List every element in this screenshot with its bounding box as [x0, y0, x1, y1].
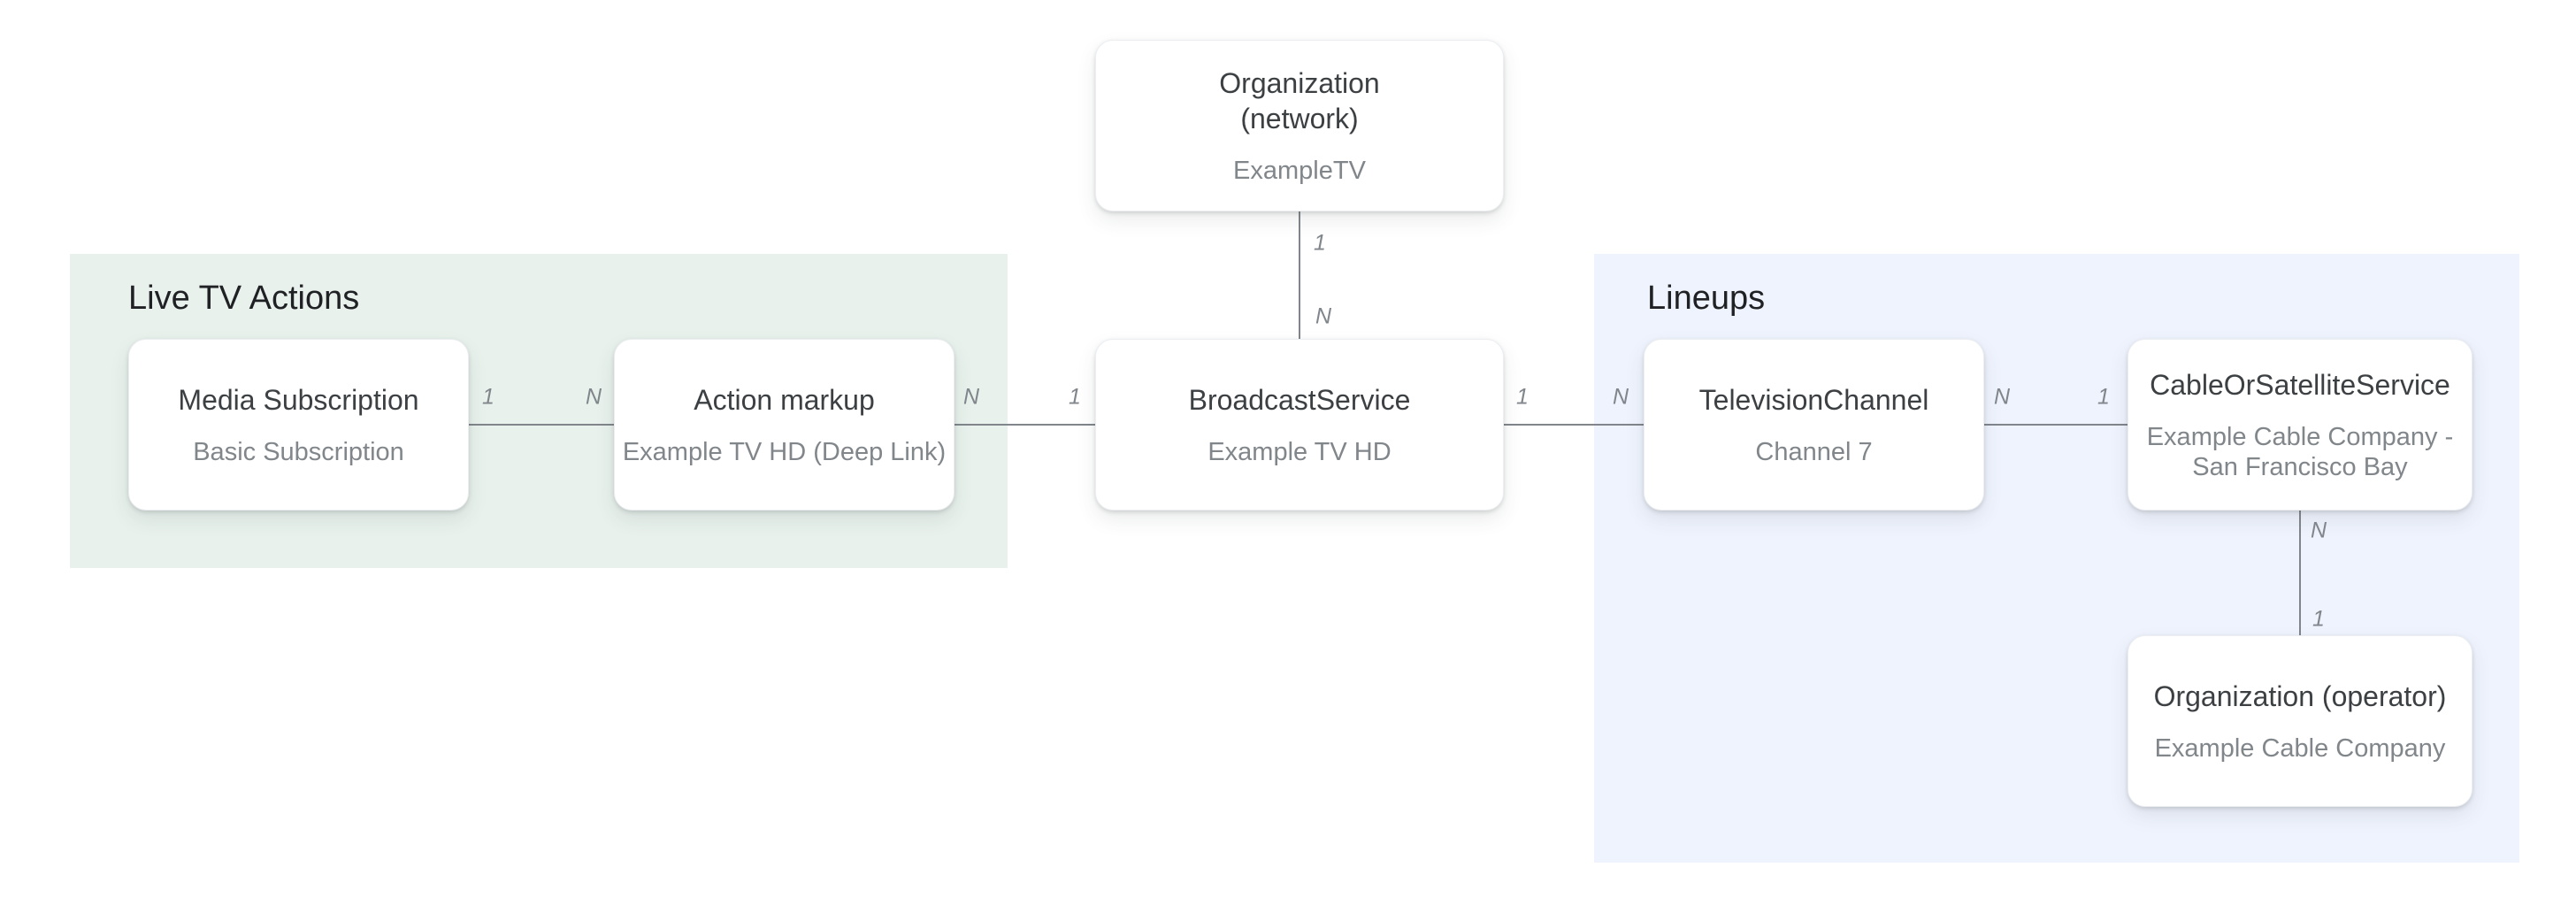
node-title: BroadcastService — [1189, 382, 1411, 418]
node-subtitle: Channel 7 — [1755, 437, 1872, 467]
edge-action-broadcast — [954, 424, 1095, 426]
cardinality-label: 1 — [2312, 606, 2325, 632]
group-header-live-tv-actions: Live TV Actions — [128, 280, 360, 317]
node-title: CableOrSatelliteService — [2150, 367, 2450, 403]
node-subtitle: Basic Subscription — [193, 437, 404, 467]
node-subtitle-line: Example TV HD (Deep Link) — [622, 438, 947, 466]
cardinality-label: 1 — [1314, 230, 1326, 256]
node-organization-network: Organization (network) ExampleTV — [1095, 40, 1504, 211]
node-subtitle: Example TV HD (Deep Link) — [623, 437, 946, 467]
node-title-line: Media Subscription — [178, 384, 419, 416]
node-title: Organization (operator) — [2154, 679, 2447, 714]
node-subtitle-line: Example TV HD — [1208, 438, 1392, 466]
node-title: TelevisionChannel — [1699, 382, 1929, 418]
node-title-line: CableOrSatelliteService — [2150, 369, 2450, 401]
cardinality-label: N — [1993, 384, 2011, 410]
edge-television-cable — [1984, 424, 2128, 426]
group-header-lineups: Lineups — [1647, 280, 1766, 317]
cardinality-label: N — [585, 384, 602, 410]
cardinality-label: N — [1612, 384, 1629, 410]
node-television-channel: TelevisionChannel Channel 7 — [1644, 339, 1984, 511]
node-title-line: BroadcastService — [1188, 384, 1411, 416]
node-title-line: Organization — [1219, 67, 1380, 99]
node-subtitle: Example TV HD — [1208, 437, 1391, 467]
cardinality-label: N — [2310, 518, 2327, 543]
node-title-line: Action markup — [694, 384, 875, 416]
cardinality-label: N — [1315, 303, 1332, 329]
node-subtitle-line: Basic Subscription — [193, 438, 404, 466]
node-title: Action markup — [694, 382, 875, 418]
node-title: Media Subscription — [178, 382, 418, 418]
cardinality-label: 1 — [1069, 384, 1081, 410]
node-media-subscription: Media Subscription Basic Subscription — [128, 339, 469, 511]
edge-media-action — [469, 424, 614, 426]
node-subtitle-line: Example Cable Company - — [2146, 423, 2454, 451]
node-title-line: Organization (operator) — [2153, 680, 2447, 712]
node-subtitle-line: Example Cable Company — [2154, 734, 2446, 763]
edge-network-broadcast — [1299, 211, 1300, 339]
node-subtitle: Example Cable Company — [2155, 733, 2446, 764]
cardinality-label: 1 — [482, 384, 494, 410]
cardinality-label: N — [962, 384, 980, 410]
node-action-markup: Action markup Example TV HD (Deep Link) — [614, 339, 954, 511]
node-title-line: (network) — [1240, 103, 1359, 134]
node-organization-operator: Organization (operator) Example Cable Co… — [2128, 635, 2472, 807]
node-title-line: TelevisionChannel — [1698, 384, 1929, 416]
node-subtitle: ExampleTV — [1233, 156, 1366, 186]
edge-broadcast-television — [1504, 424, 1644, 426]
cardinality-label: 1 — [1516, 384, 1529, 410]
node-title: Organization (network) — [1219, 65, 1379, 136]
node-subtitle-line: ExampleTV — [1233, 157, 1366, 185]
node-broadcast-service: BroadcastService Example TV HD — [1095, 339, 1504, 511]
edge-cable-operator — [2299, 511, 2301, 635]
node-subtitle-line: Channel 7 — [1755, 438, 1873, 466]
node-subtitle-line: San Francisco Bay — [2192, 453, 2408, 481]
node-subtitle: Example Cable Company - San Francisco Ba… — [2147, 422, 2454, 482]
node-cable-or-satellite-service: CableOrSatelliteService Example Cable Co… — [2128, 339, 2472, 511]
cardinality-label: 1 — [2097, 384, 2110, 410]
